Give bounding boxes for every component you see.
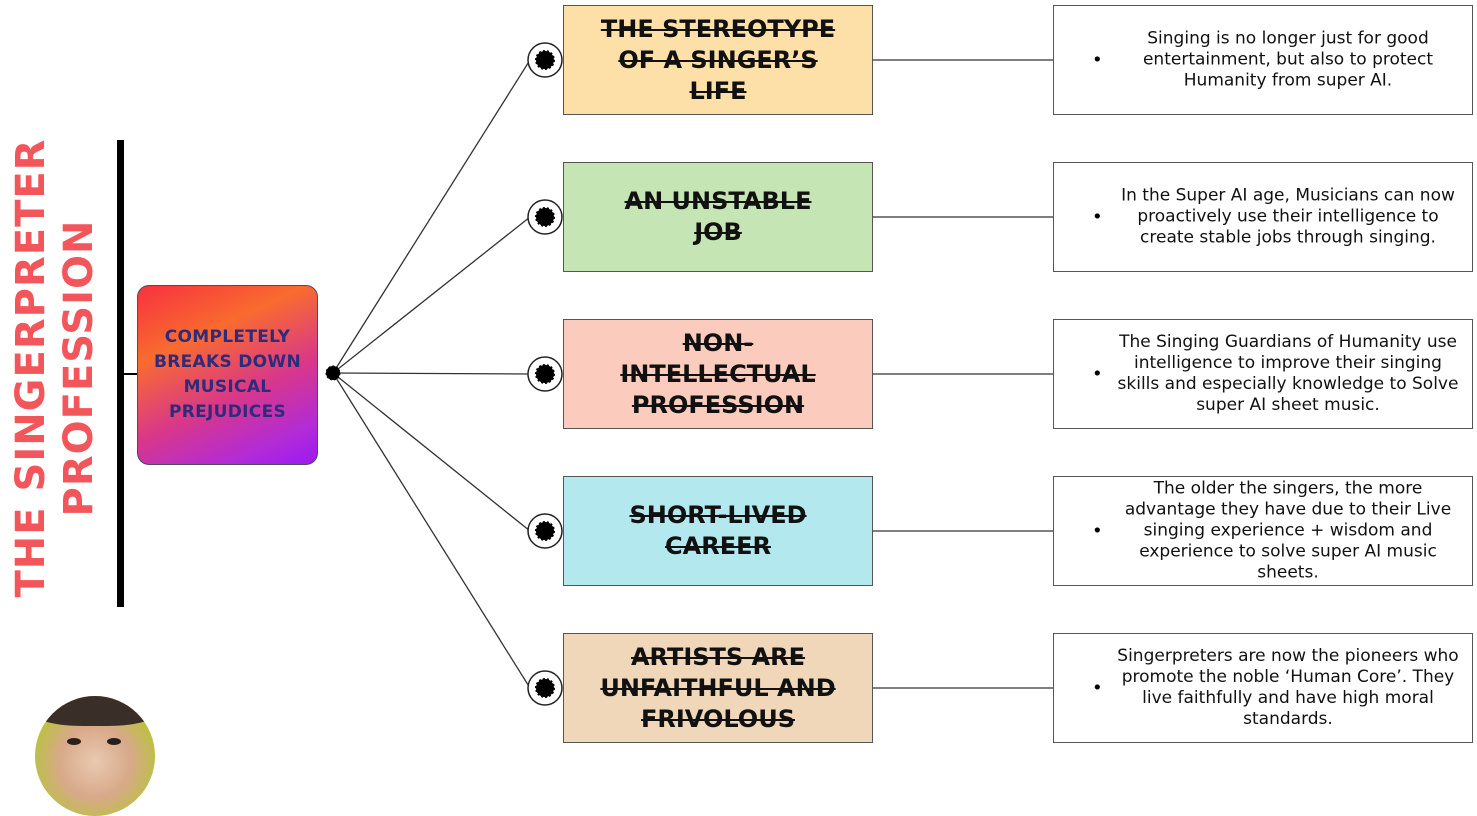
- prejudice-label: THE STEREOTYPE OF A SINGER’S LIFE: [600, 14, 836, 105]
- branch-line: [332, 372, 531, 532]
- branch-node-dot: [535, 521, 555, 541]
- description-text: The Singing Guardians of Humanity use in…: [1117, 332, 1459, 415]
- bullet-point: •: [1092, 49, 1103, 71]
- center-node-label: COMPLETELY BREAKS DOWN MUSICAL PREJUDICE…: [154, 327, 301, 422]
- prejudice-label: NON- INTELLECTUAL PROFESSION: [620, 328, 816, 419]
- prejudice-box: NON- INTELLECTUAL PROFESSION: [563, 319, 873, 429]
- description-box: • Singing is no longer just for good ente…: [1053, 5, 1473, 115]
- description-text: The older the singers, the more advantag…: [1124, 478, 1452, 583]
- description-box: • In the Super AI age, Musicians can now …: [1053, 162, 1473, 272]
- branch-line: [332, 372, 531, 689]
- prejudice-label: SHORT-LIVED CAREER: [629, 501, 807, 560]
- branch-node-dot: [535, 364, 555, 384]
- bullet-point: •: [1092, 520, 1103, 542]
- prejudice-box: SHORT-LIVED CAREER: [563, 476, 873, 586]
- hub-dot: [325, 365, 341, 381]
- hub-connector: [124, 373, 140, 375]
- connector-lines: [325, 42, 1053, 706]
- description-text: Singerpreters are now the pioneers who p…: [1117, 646, 1459, 729]
- description-box: • The older the singers, the more advanta…: [1053, 476, 1473, 586]
- prejudice-label: AN UNSTABLE JOB: [624, 187, 812, 246]
- bullet-point: •: [1092, 363, 1103, 385]
- branch-node-dot: [535, 678, 555, 698]
- description-box: • Singerpreters are now the pioneers who …: [1053, 633, 1473, 743]
- description-text: In the Super AI age, Musicians can now p…: [1121, 185, 1455, 248]
- bullet-point: •: [1092, 677, 1103, 699]
- center-node: COMPLETELY BREAKS DOWN MUSICAL PREJUDICE…: [137, 285, 318, 465]
- presenter-avatar: [35, 696, 155, 816]
- prejudice-box: THE STEREOTYPE OF A SINGER’S LIFE: [563, 5, 873, 115]
- prejudice-box: AN UNSTABLE JOB: [563, 162, 873, 272]
- title-divider: [117, 140, 124, 607]
- branch-line: [332, 59, 531, 374]
- prejudice-box: ARTISTS ARE UNFAITHFUL AND FRIVOLOUS: [563, 633, 873, 743]
- branch-node-dot: [535, 207, 555, 227]
- description-box: • The Singing Guardians of Humanity use i…: [1053, 319, 1473, 429]
- branch-node-dot: [535, 50, 555, 70]
- branch-line: [332, 216, 531, 374]
- branch-line: [332, 372, 531, 375]
- bullet-point: •: [1092, 206, 1103, 228]
- prejudice-label: ARTISTS ARE UNFAITHFUL AND FRIVOLOUS: [600, 642, 836, 733]
- description-text: Singing is no longer just for good enter…: [1142, 28, 1434, 91]
